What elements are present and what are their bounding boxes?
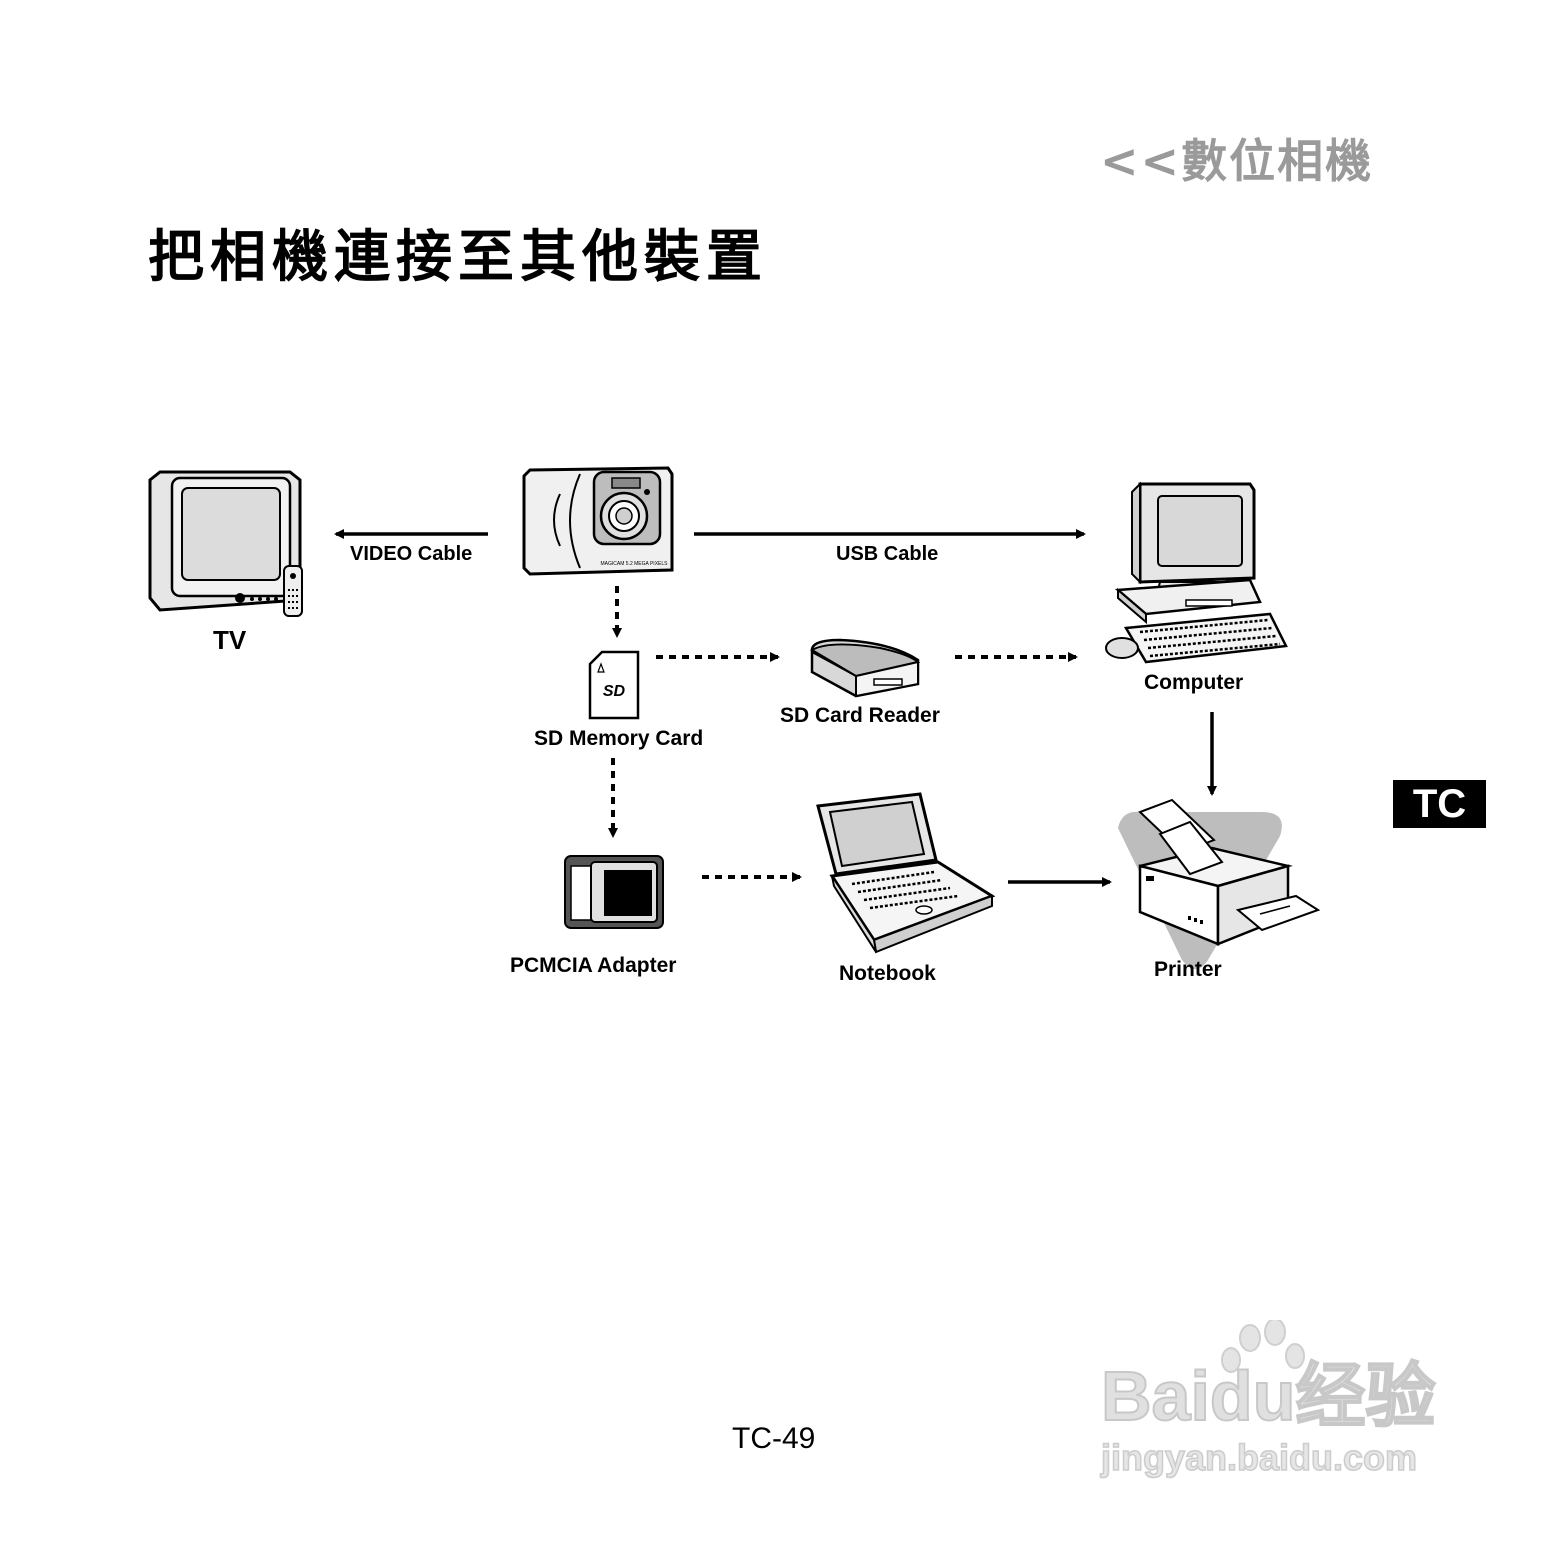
usb-cable-label: USB Cable <box>836 543 939 565</box>
printer-label: Printer <box>1154 958 1222 981</box>
sd-logo: SD <box>603 683 626 700</box>
computer-icon <box>1105 481 1288 664</box>
watermark: Baidu经验 jingyan.baidu.com <box>1095 1318 1455 1495</box>
sd-card-icon: SD <box>588 650 640 720</box>
pcmcia-label: PCMCIA Adapter <box>510 954 677 977</box>
notebook-icon <box>816 792 996 954</box>
tv-label: TV <box>213 625 247 655</box>
camera-icon: MAGICAM 5.2 MEGA PIXELS <box>522 466 674 576</box>
language-badge: TC <box>1393 780 1486 828</box>
tv-icon <box>148 470 303 617</box>
pcmcia-adapter-icon <box>564 855 664 929</box>
video-cable-label: VIDEO Cable <box>350 543 473 565</box>
header-tag: <<數位相機 <box>1100 134 1374 188</box>
card-reader-label: SD Card Reader <box>780 704 940 727</box>
page-title: 把相機連接至其他裝置 <box>148 225 768 290</box>
computer-label: Computer <box>1144 671 1244 694</box>
card-reader-icon <box>809 638 921 698</box>
watermark-brand: Baidu经验 <box>1101 1357 1435 1435</box>
printer-icon <box>1118 798 1321 969</box>
page-number: TC-49 <box>732 1422 816 1455</box>
camera-model-text: MAGICAM 5.2 MEGA PIXELS <box>601 561 669 567</box>
notebook-label: Notebook <box>839 962 936 985</box>
baidu-paw-logo: Baidu经验 jingyan.baidu.com <box>1099 1318 1436 1479</box>
sd-card-label: SD Memory Card <box>534 727 704 750</box>
connection-lines <box>334 529 1217 887</box>
watermark-url: jingyan.baidu.com <box>1100 1437 1417 1478</box>
